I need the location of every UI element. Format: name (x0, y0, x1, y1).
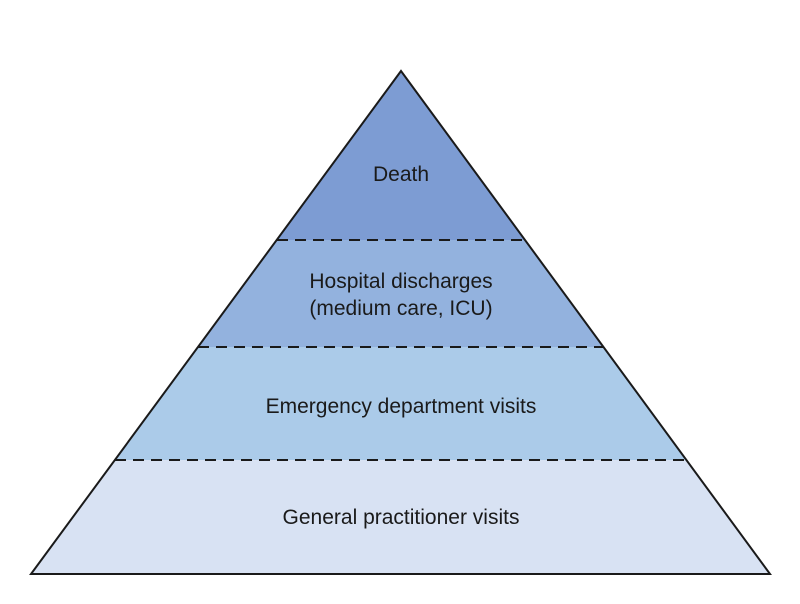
label-emergency-department: Emergency department visits (266, 395, 537, 418)
pyramid-level-general-practitioner (31, 460, 770, 574)
label-hospital-discharges-sub: (medium care, ICU) (309, 297, 492, 320)
pyramid-level-emergency-department (115, 347, 686, 460)
pyramid-level-hospital-discharges (198, 240, 604, 347)
label-hospital-discharges: Hospital discharges (309, 270, 492, 293)
label-death: Death (373, 163, 429, 186)
pyramid-level-death (277, 71, 525, 240)
pyramid-outline (29, 69, 772, 575)
label-general-practitioner: General practitioner visits (283, 506, 520, 529)
